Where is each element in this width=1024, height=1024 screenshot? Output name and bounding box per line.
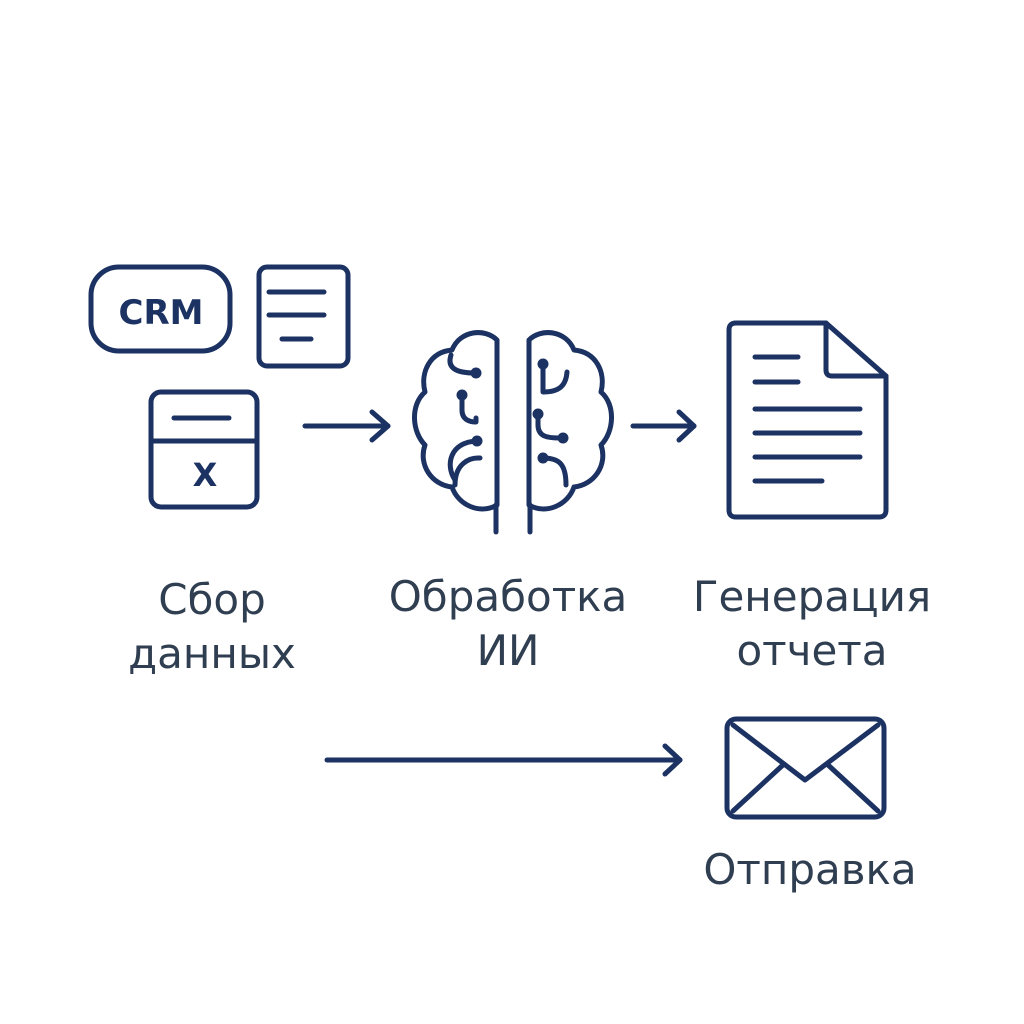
arrow-right-icon [630, 409, 697, 443]
text-file-icon [256, 264, 351, 369]
step-label-send: Отправка [703, 845, 917, 894]
arrow-right-icon [302, 409, 391, 443]
crm-icon: CRM [88, 264, 233, 354]
arrow-right-icon [324, 743, 683, 777]
spreadsheet-icon: X [148, 389, 260, 510]
document-icon [726, 320, 889, 520]
excel-label: X [193, 456, 218, 494]
envelope-icon [724, 716, 887, 820]
brain-icon [412, 330, 614, 535]
crm-label: CRM [119, 293, 204, 333]
